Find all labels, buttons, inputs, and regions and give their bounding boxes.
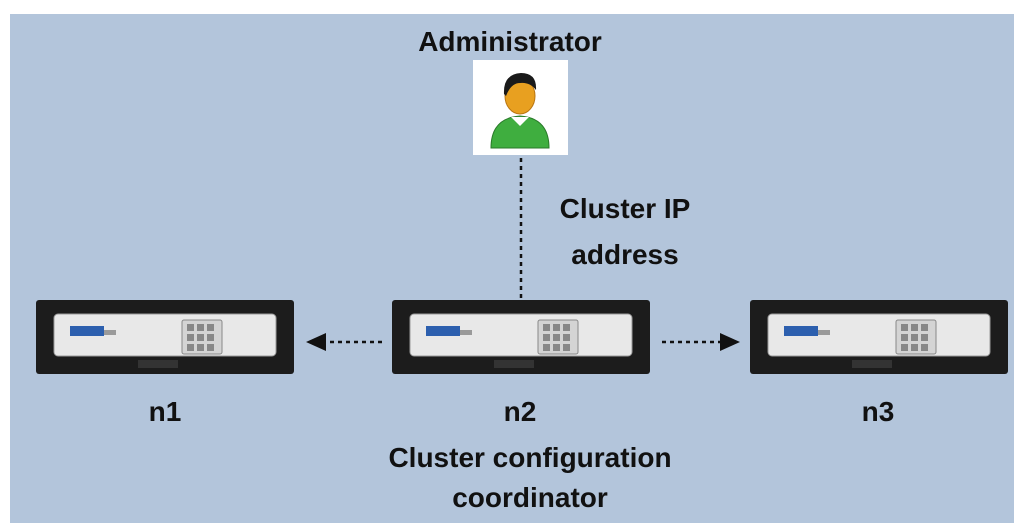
appliance-n1-icon bbox=[36, 300, 294, 374]
n2-to-n1-arrowhead bbox=[306, 333, 326, 351]
administrator-label: Administrator bbox=[418, 26, 602, 57]
coordinator-line1: Cluster configuration bbox=[388, 442, 672, 473]
coordinator-line2: coordinator bbox=[452, 482, 608, 513]
cluster-ip-line1: Cluster IP bbox=[559, 193, 691, 224]
cluster-ip-line2: address bbox=[571, 239, 679, 270]
node-label-n3: n3 bbox=[861, 396, 895, 427]
node-label-n1: n1 bbox=[148, 396, 182, 427]
cluster-ip-label: Cluster IP address bbox=[540, 186, 710, 278]
n2-to-n3-arrowhead bbox=[720, 333, 740, 351]
appliance-n2-icon bbox=[392, 300, 650, 374]
appliance-n3-icon bbox=[750, 300, 1008, 374]
node-label-n2: n2 bbox=[503, 396, 537, 427]
coordinator-caption: Cluster configuration coordinator bbox=[330, 438, 730, 518]
administrator-icon bbox=[473, 60, 568, 155]
